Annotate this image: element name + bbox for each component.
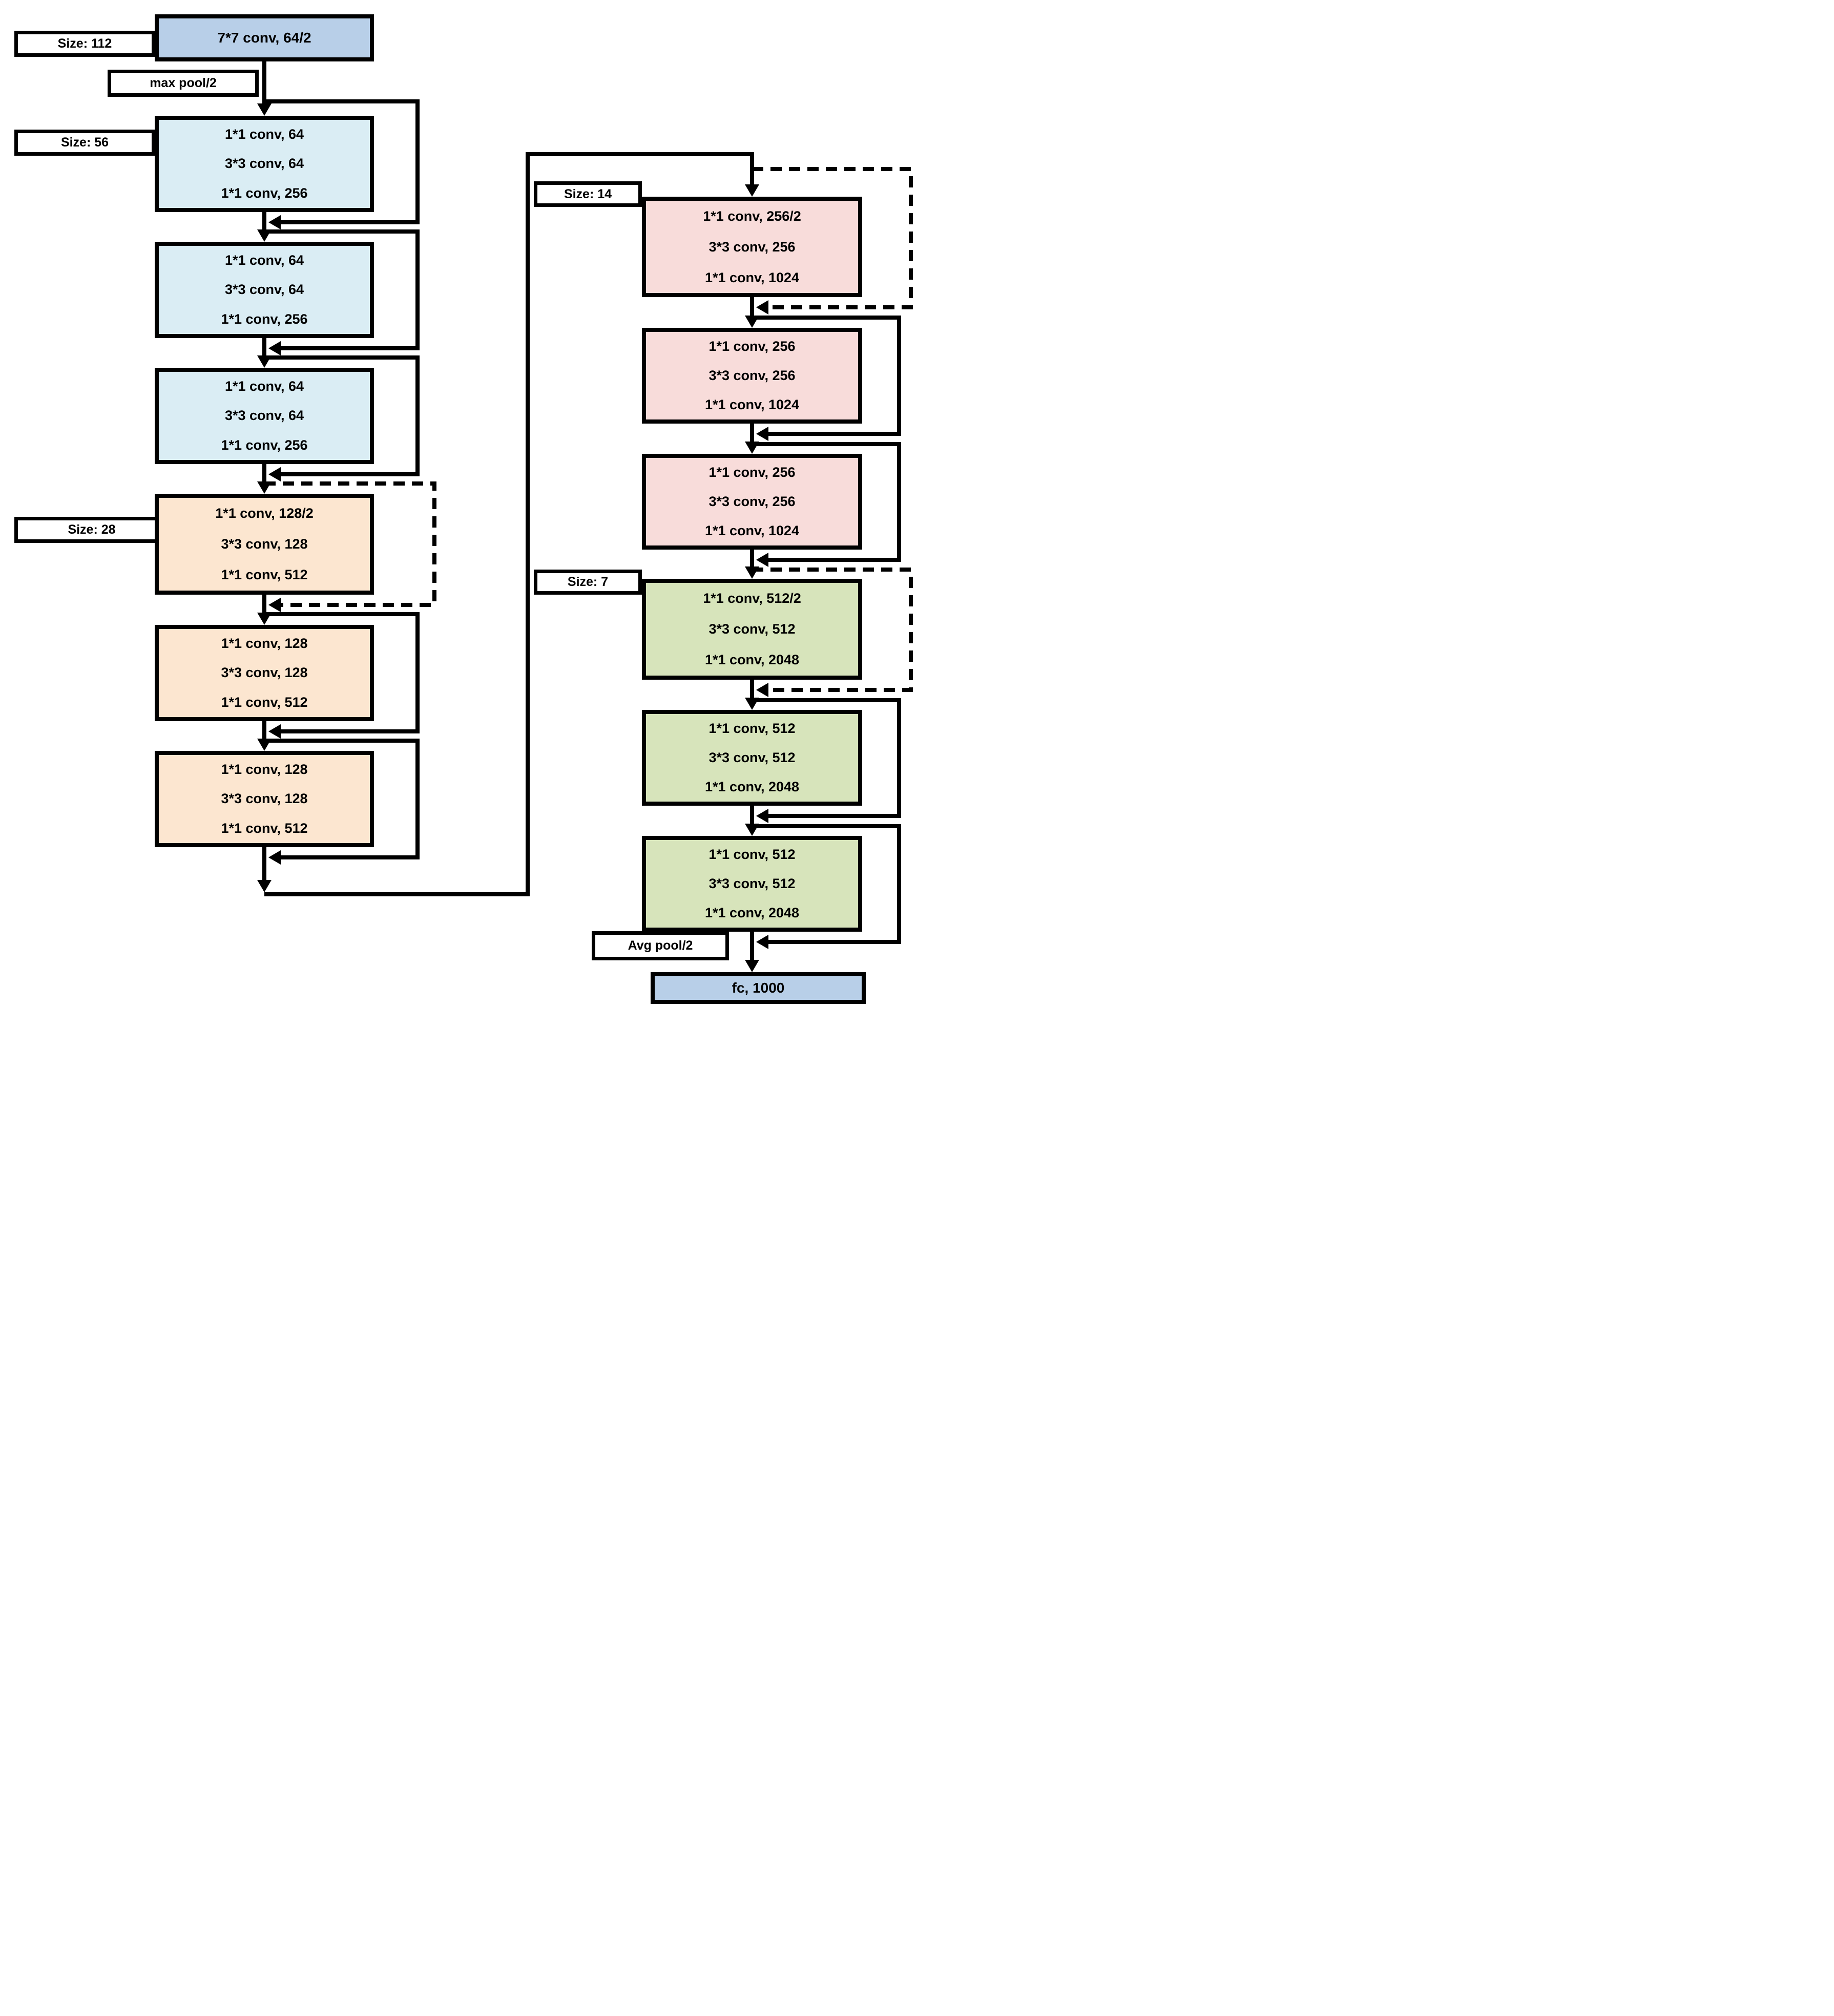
size-56-label: Size: 56 bbox=[14, 130, 155, 156]
stage1-block-2: 1*1 conv, 64 3*3 conv, 64 1*1 conv, 256 bbox=[155, 242, 374, 338]
conv-layer-line: 1*1 conv, 128/2 bbox=[215, 505, 314, 521]
stage3-block-2: 1*1 conv, 256 3*3 conv, 256 1*1 conv, 10… bbox=[642, 328, 862, 424]
conv-layer-line: 3*3 conv, 64 bbox=[224, 156, 304, 172]
conv-layer-line: 1*1 conv, 1024 bbox=[704, 397, 800, 412]
conv-layer-line: 3*3 conv, 256 bbox=[708, 494, 796, 509]
stage4-block-1: 1*1 conv, 512/2 3*3 conv, 512 1*1 conv, … bbox=[642, 579, 862, 680]
size-14-label: Size: 14 bbox=[534, 181, 642, 207]
stage1-block-1: 1*1 conv, 64 3*3 conv, 64 1*1 conv, 256 bbox=[155, 116, 374, 212]
conv-layer-line: 1*1 conv, 128 bbox=[221, 636, 308, 652]
conv-layer-line: 1*1 conv, 256 bbox=[221, 437, 308, 453]
conv-layer-line: 1*1 conv, 512/2 bbox=[703, 590, 801, 606]
conv-layer-line: 1*1 conv, 64 bbox=[224, 127, 304, 142]
max-pool-box: max pool/2 bbox=[108, 70, 259, 97]
conv-layer-line: 1*1 conv, 2048 bbox=[704, 779, 800, 794]
fc-box: fc, 1000 bbox=[651, 972, 866, 1004]
conv-layer-line: 1*1 conv, 256 bbox=[708, 465, 796, 480]
stage3-block-1: 1*1 conv, 256/2 3*3 conv, 256 1*1 conv, … bbox=[642, 197, 862, 297]
resnet-architecture-diagram: Size: 112 Size: 56 Size: 28 Size: 14 Siz… bbox=[0, 0, 917, 1008]
conv-layer-line: 1*1 conv, 1024 bbox=[704, 523, 800, 538]
conv-layer-line: 1*1 conv, 2048 bbox=[704, 905, 800, 920]
conv-layer-line: 1*1 conv, 1024 bbox=[704, 269, 800, 285]
conv-layer-line: 3*3 conv, 256 bbox=[708, 239, 796, 255]
stage4-block-2: 1*1 conv, 512 3*3 conv, 512 1*1 conv, 20… bbox=[642, 710, 862, 806]
stage2-block-1: 1*1 conv, 128/2 3*3 conv, 128 1*1 conv, … bbox=[155, 494, 374, 595]
conv-layer-line: 3*3 conv, 512 bbox=[708, 750, 796, 765]
conv-layer-line: 1*1 conv, 128 bbox=[221, 762, 308, 778]
conv-layer-line: 1*1 conv, 512 bbox=[708, 721, 796, 736]
conv-layer-line: 1*1 conv, 512 bbox=[708, 847, 796, 862]
conv-layer-line: 1*1 conv, 256 bbox=[708, 339, 796, 354]
conv-layer-line: 1*1 conv, 256/2 bbox=[703, 208, 801, 224]
conv-layer-line: 1*1 conv, 512 bbox=[221, 694, 308, 710]
conv-layer-line: 1*1 conv, 64 bbox=[224, 379, 304, 394]
stage3-block-3: 1*1 conv, 256 3*3 conv, 256 1*1 conv, 10… bbox=[642, 454, 862, 550]
conv-layer-line: 3*3 conv, 64 bbox=[224, 282, 304, 298]
conv-layer-line: 3*3 conv, 256 bbox=[708, 368, 796, 383]
stage2-block-3: 1*1 conv, 128 3*3 conv, 128 1*1 conv, 51… bbox=[155, 751, 374, 847]
conv-layer-line: 1*1 conv, 256 bbox=[221, 185, 308, 201]
stage4-block-3: 1*1 conv, 512 3*3 conv, 512 1*1 conv, 20… bbox=[642, 836, 862, 932]
conv-layer-line: 3*3 conv, 64 bbox=[224, 408, 304, 424]
conv-layer-line: 1*1 conv, 256 bbox=[221, 311, 308, 327]
conv-layer-line: 1*1 conv, 64 bbox=[224, 253, 304, 268]
stem-conv-box: 7*7 conv, 64/2 bbox=[155, 14, 374, 61]
conv-layer-line: 3*3 conv, 512 bbox=[708, 876, 796, 891]
stage2-block-2: 1*1 conv, 128 3*3 conv, 128 1*1 conv, 51… bbox=[155, 625, 374, 721]
size-28-label: Size: 28 bbox=[14, 517, 169, 543]
conv-layer-line: 1*1 conv, 512 bbox=[221, 567, 308, 583]
avg-pool-box: Avg pool/2 bbox=[592, 931, 729, 960]
size-112-label: Size: 112 bbox=[14, 31, 155, 57]
conv-layer-line: 1*1 conv, 2048 bbox=[704, 652, 800, 668]
conv-layer-line: 3*3 conv, 128 bbox=[221, 536, 308, 552]
conv-layer-line: 3*3 conv, 128 bbox=[221, 665, 308, 681]
conv-layer-line: 3*3 conv, 512 bbox=[708, 621, 796, 637]
stage1-block-3: 1*1 conv, 64 3*3 conv, 64 1*1 conv, 256 bbox=[155, 368, 374, 464]
conv-layer-line: 1*1 conv, 512 bbox=[221, 820, 308, 836]
size-7-label: Size: 7 bbox=[534, 570, 642, 595]
conv-layer-line: 3*3 conv, 128 bbox=[221, 791, 308, 807]
